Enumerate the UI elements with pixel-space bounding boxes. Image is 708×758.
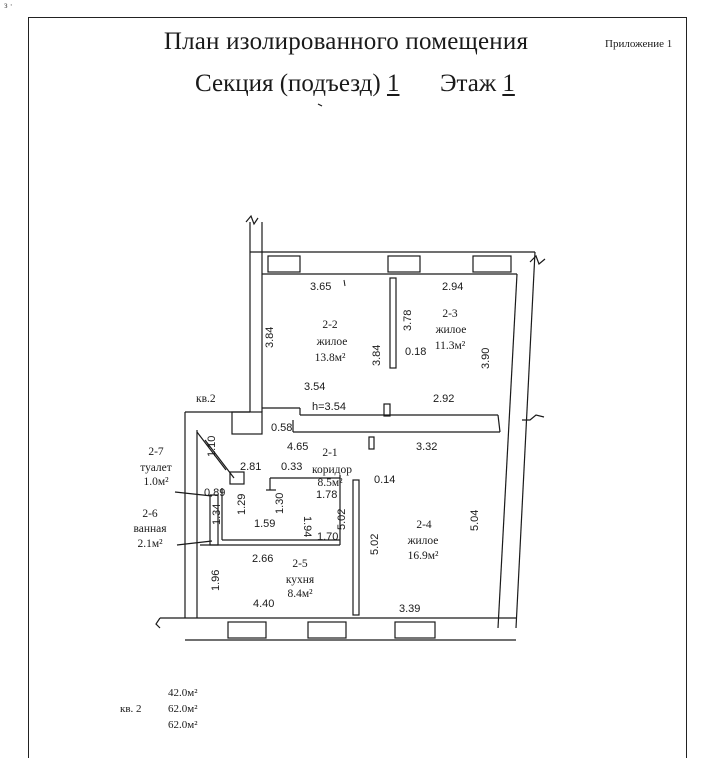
dimension-labels: 3.65 2.94 3.84 3.78 3.84 0.18 3.90 3.54 … xyxy=(204,281,492,615)
page-title-text: План изолированного помещения xyxy=(163,28,529,55)
room-2-1-id: 2-1 xyxy=(322,447,338,459)
dim-label: 2.66 xyxy=(252,553,273,565)
appendix-label: Приложение 1 xyxy=(605,38,673,50)
frame-top-line xyxy=(28,17,686,18)
dim-label: 5.02 xyxy=(336,509,348,530)
dim-label: 0.14 xyxy=(374,474,395,486)
dim-label: h=3.54 xyxy=(312,401,346,413)
dim-label: 4.65 xyxy=(287,441,308,453)
room-2-2-id: 2-2 xyxy=(322,319,338,331)
dim-label: 1.10 xyxy=(206,436,218,457)
floor-value: 1 xyxy=(502,70,515,97)
frame-left-line xyxy=(28,17,29,758)
dim-label: 3.65 xyxy=(310,281,331,293)
dim-label: 1.59 xyxy=(254,518,275,530)
room-2-7-area: 1.0м² xyxy=(143,476,169,488)
room-2-4-id: 2-4 xyxy=(416,519,432,531)
frame-right-line xyxy=(686,17,687,758)
section-value: 1 xyxy=(386,70,400,97)
corner-mark: з · xyxy=(4,0,13,10)
dim-label: 1.70 xyxy=(317,531,338,543)
dim-label: 4.40 xyxy=(253,598,274,610)
room-2-3-id: 2-3 xyxy=(442,308,458,320)
room-2-7-type: туалет xyxy=(140,462,172,474)
room-2-2-type: жилое xyxy=(316,336,348,348)
room-2-1-area: 8.5м² xyxy=(317,477,343,489)
dim-label: 3.32 xyxy=(416,441,437,453)
dim-label: 1.96 xyxy=(210,570,222,591)
total-area-2: 62.0м² xyxy=(168,703,198,715)
total-area-3: 62.0м² xyxy=(168,719,198,731)
dim-label: 0.58 xyxy=(271,422,292,434)
outer-walls xyxy=(155,214,546,641)
floor-label: Этаж xyxy=(439,70,497,97)
room-2-5-id: 2-5 xyxy=(292,558,308,570)
room-2-5-type: кухня xyxy=(286,574,315,586)
section-label: Секция (подъезд) xyxy=(195,70,381,97)
room-2-6-area: 2.1м² xyxy=(137,538,163,550)
dim-label: 1.34 xyxy=(211,504,223,525)
dim-label: 0.33 xyxy=(281,461,302,473)
dim-label: 3.78 xyxy=(402,310,414,331)
dim-label: 2.81 xyxy=(240,461,261,473)
room-2-5-area: 8.4м² xyxy=(287,588,313,600)
room-2-6-id: 2-6 xyxy=(142,508,158,520)
dim-label: 3.84 xyxy=(371,345,383,366)
interior-walls xyxy=(174,277,501,616)
apartment-label: кв.2 xyxy=(196,393,216,405)
room-2-3-type: жилое xyxy=(435,324,467,336)
dim-label: 0.89 xyxy=(204,487,225,499)
dim-label: 1.30 xyxy=(274,493,286,514)
room-2-2-area: 13.8м² xyxy=(315,352,346,364)
dim-label: 2.94 xyxy=(442,281,463,293)
dim-label: 1.94 xyxy=(301,516,313,537)
dim-label: 1.29 xyxy=(236,494,248,515)
dim-label: 2.92 xyxy=(433,393,454,405)
dim-label: 5.04 xyxy=(469,510,481,531)
dim-label: 3.90 xyxy=(480,348,492,369)
totals-label: кв. 2 xyxy=(120,703,142,715)
room-2-4-type: жилое xyxy=(407,535,439,547)
total-area-1: 42.0м² xyxy=(168,687,198,699)
dim-label: 5.02 xyxy=(369,534,381,555)
room-2-1-type: коридор xyxy=(312,464,352,476)
dim-label: 3.39 xyxy=(399,603,420,615)
room-2-7-id: 2-7 xyxy=(148,446,164,458)
room-2-3-area: 11.3м² xyxy=(435,340,466,352)
dim-label: 0.18 xyxy=(405,346,426,358)
page-title: План изолированного помещения xyxy=(0,28,708,56)
room-2-4-area: 16.9м² xyxy=(408,550,439,562)
room-labels: кв.2 2-2 жилое 13.8м² 2-3 жилое 11.3м² 2… xyxy=(133,308,466,600)
dim-label: 3.84 xyxy=(264,327,276,348)
section-floor-line: Секция (подъезд) 1 Этаж 1 xyxy=(195,70,515,98)
room-2-6-type: ванная xyxy=(133,523,167,535)
dim-label: 3.54 xyxy=(304,381,325,393)
dim-label: 1.78 xyxy=(316,489,337,501)
